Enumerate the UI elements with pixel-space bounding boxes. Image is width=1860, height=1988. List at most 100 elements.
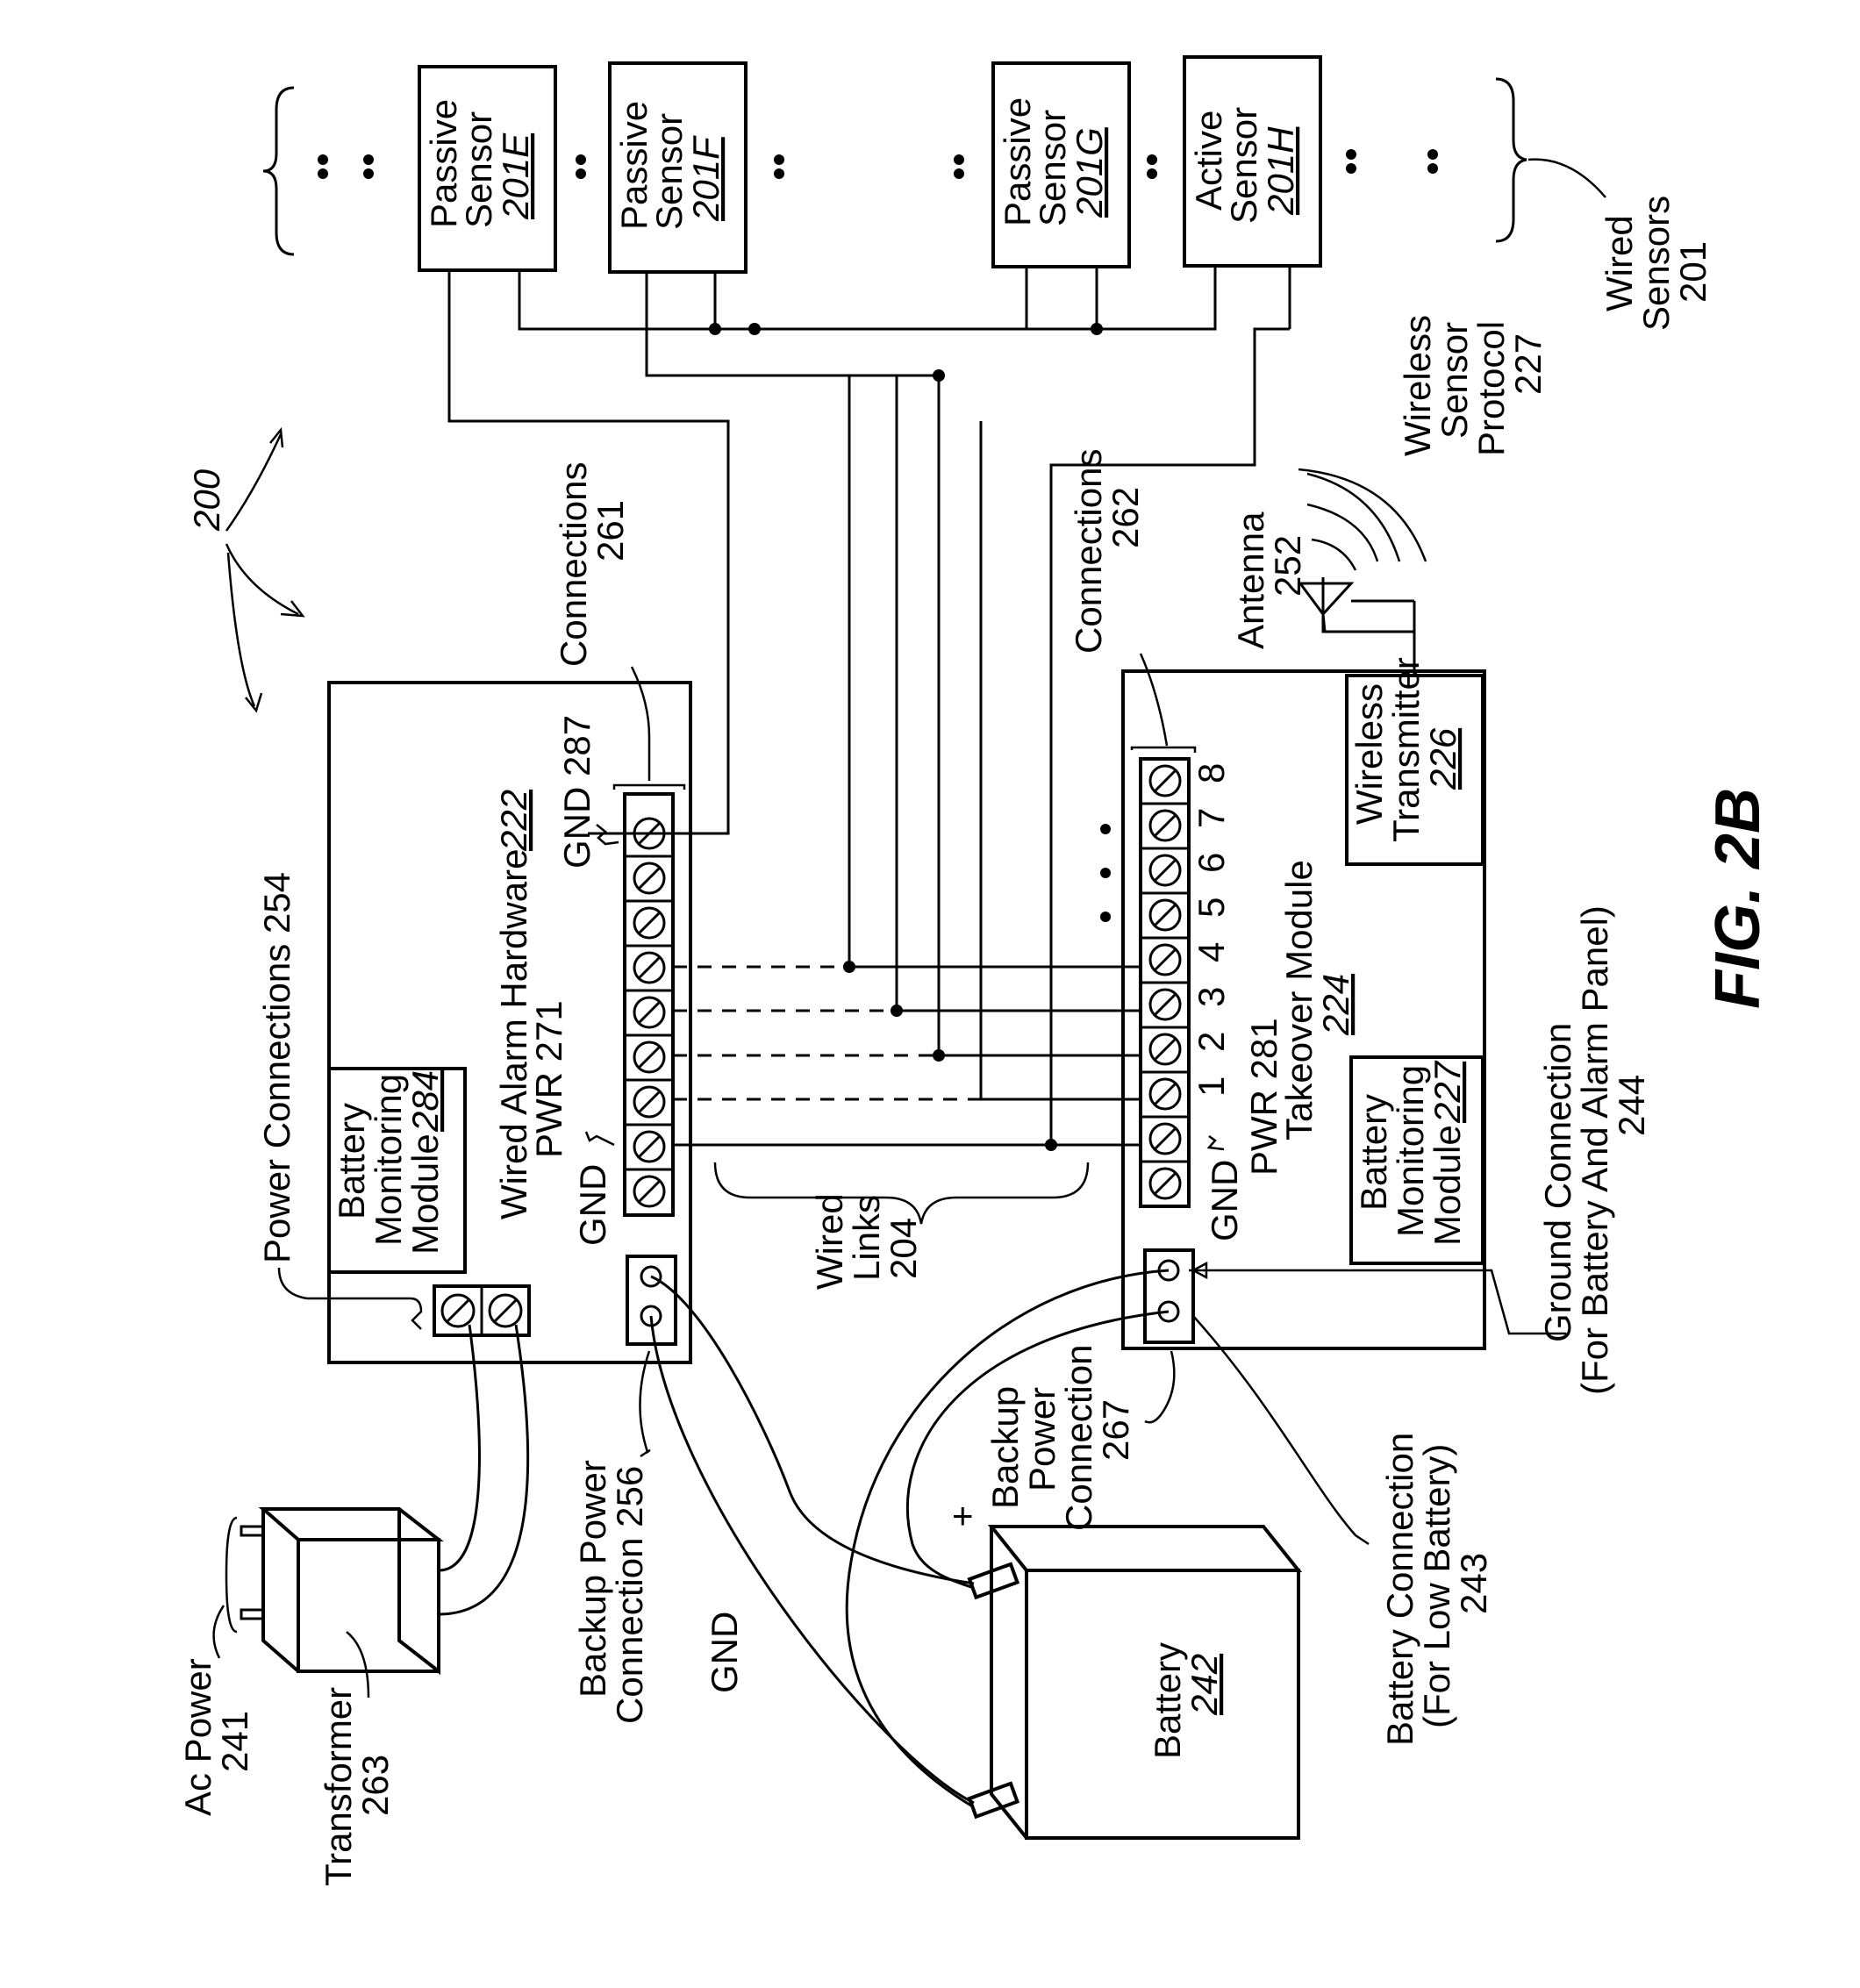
wah-terminal-screw [633,1040,666,1074]
wired-sensors-label-2: Sensors [1635,196,1677,331]
tm-terminal-screw [1148,854,1182,887]
pwr-271-label: PWR 271 [528,1000,569,1158]
takeover-module: Takeover Module 224 Wireless Transmitter… [1068,449,1486,1350]
wah-terminal-screw [633,862,666,895]
connections-262-ref: 262 [1105,487,1146,548]
wah-terminal-screw [633,1130,666,1163]
ellipsis-dots [318,149,1438,179]
wah-terminal-screw-slot [637,1134,662,1159]
tm-terminal-screw [1148,1077,1182,1111]
tm-terminal-screw [1148,1122,1182,1155]
wah-terminal-screw-slot [637,821,662,846]
tm-terminal-screw-slot [1153,813,1177,838]
bmm284-line2: Monitoring [368,1074,409,1246]
battery-label: Battery [1147,1642,1188,1759]
wired-links-label: Wired [809,1193,850,1290]
wired-links-label-2: Links [846,1195,887,1281]
sensor-word: Sensor [458,111,499,228]
wah-terminal-screw-slot [637,1000,662,1025]
sensor-word: Sensor [1223,107,1264,224]
sensor-word: Sensor [648,113,690,230]
wah-terminal-screw [633,817,666,850]
wired-alarm-hardware: Wired Alarm Hardware 222 Battery Monitor… [256,462,692,1364]
wired-alarm-hardware-label: Wired Alarm Hardware [493,849,534,1219]
connections-261-label: Connections [553,462,594,667]
backup-terminal-267 [1143,1248,1195,1344]
battery-monitoring-module-227 [1349,1055,1484,1265]
gnd-wire-label: GND [704,1612,745,1693]
antenna-252: Antenna 252 [1230,468,1427,676]
sensor-ref: 201F [685,135,726,222]
gnd-label: GND [572,1164,613,1246]
terminal-number: 7 [1191,808,1232,828]
terminal-number: 2 [1191,1032,1232,1052]
tm-terminal-screw [1148,809,1182,842]
ac-power-ref: 241 [214,1711,255,1772]
wireless-protocol-label: Wireless Sensor Protocol 227 [1397,315,1549,456]
system-ref-200: 200 [186,426,305,713]
battery-monitoring-module-284 [327,1067,467,1274]
wah-terminal-screw-slot [637,1045,662,1069]
ground-connection-ref: 244 [1611,1075,1652,1136]
gnd-287-label: GND 287 [556,715,597,869]
transformer-263 [225,1507,444,1676]
figure-title: FIG. 2B [1703,788,1773,1009]
system-ref: 200 [186,468,227,532]
battery-plus: + [952,1495,974,1536]
battery-connection-ref: 243 [1453,1553,1494,1614]
wah-terminal-screw [633,996,666,1029]
wah-terminal-screw-slot [637,1090,662,1114]
backup-terminal-256 [626,1255,677,1346]
ac-power-label: Ac Power [177,1658,218,1816]
passive-sensor-201e [418,65,557,272]
tm-terminal-screw-slot [1153,903,1177,927]
tm-terminal-screw [1148,988,1182,1021]
backup-267-line1: Backup [984,1386,1026,1509]
wt226-ref: 226 [1422,727,1463,790]
pwr-281-label: PWR 281 [1243,1018,1284,1176]
backup-267-line2: Power [1021,1387,1062,1491]
sensors-right-brace [1495,77,1527,243]
connections-262-label: Connections [1068,449,1109,654]
tm-terminal-screw [1148,898,1182,932]
passive-sensor-201g [991,61,1131,268]
bmm227-line1: Battery [1353,1094,1394,1211]
tm-terminal-screw [1148,943,1182,976]
tm-terminal-screw-slot [1153,948,1177,972]
backup-267-ref: 267 [1095,1399,1136,1461]
tm-terminal-screw-slot [1153,1171,1177,1196]
bmm227-line2: Monitoring [1390,1065,1431,1237]
sensor-word: Sensor [1032,110,1073,226]
connections-261-ref: 261 [590,500,631,561]
tm-terminal-screw-slot [1153,1037,1177,1062]
wsp-line2: Sensor [1434,322,1475,439]
tm-terminal-screw [1148,1033,1182,1066]
passive-sensor-201f [608,61,748,274]
backup-256-line1: Backup Power [572,1460,613,1698]
battery-242: Battery 242 + [952,1495,1303,1840]
terminal-strip-261 [623,792,675,1217]
sensor-group: Passive Sensor 201E Passive Sensor 201F … [262,55,1713,331]
battery-connection-line1: Battery Connection [1379,1433,1420,1746]
tm-terminal-screw [1148,764,1182,797]
wah-terminal-screw-slot [637,911,662,935]
sensor-kind: Passive [997,97,1038,226]
wired-sensors-label: Wired [1599,215,1640,311]
antenna-label: Antenna [1230,511,1271,649]
battery-connection-line2: (For Low Battery) [1416,1444,1457,1728]
transformer-label: Transformer [318,1687,359,1886]
terminal-number: 8 [1191,763,1232,783]
sensor-ref: 201G [1069,127,1110,218]
tm-terminal-screw-slot [1153,769,1177,793]
bmm284-line3: Module [404,1133,446,1255]
sensor-kind: Active [1188,111,1229,211]
ground-connection-line2: (For Battery And Alarm Panel) [1574,905,1615,1395]
wah-terminal-screw [633,1175,666,1208]
bmm284-ref: 284 [404,1070,446,1133]
antenna-ref: 252 [1267,535,1308,597]
wah-terminal-screw [633,906,666,940]
tm-terminal-screw-slot [1153,1082,1177,1106]
wt226-line2: Transmitter [1385,657,1427,842]
tm-terminal-screw-slot [1153,1126,1177,1151]
tm-gnd-label: GND [1204,1160,1245,1241]
